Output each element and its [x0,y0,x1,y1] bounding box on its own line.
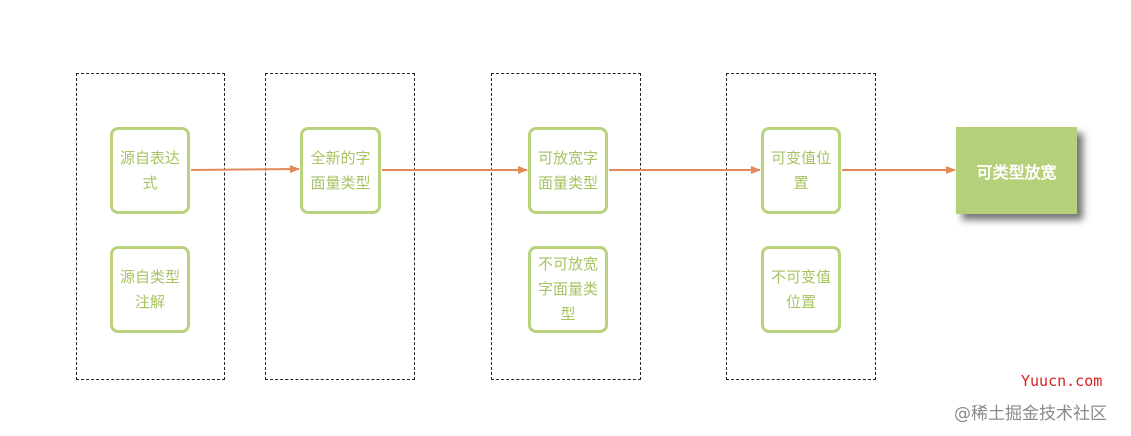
node-non-widenable-literal-type: 不可放宽 字面量类 型 [528,246,608,333]
node-fresh-literal-type: 全新的字 面量类型 [300,127,381,214]
group-position [726,73,876,380]
arrow-source-to-fresh [190,165,300,174]
group-fresh [265,73,415,380]
node-source-expression: 源自表达 式 [110,127,190,214]
node-widenable-type: 可类型放宽 [956,127,1077,214]
group-source [76,73,225,380]
node-widenable-literal-type: 可放宽字 面量类型 [528,127,608,214]
watermark-community: @稀土掘金技术社区 [954,404,1107,424]
node-immutable-position: 不可变值 位置 [761,246,841,333]
watermark-site: Yuucn.com [1021,372,1103,390]
group-widening [491,73,641,380]
node-mutable-position: 可变值位 置 [761,127,841,214]
node-source-type-annotation: 源自类型 注解 [110,246,190,333]
